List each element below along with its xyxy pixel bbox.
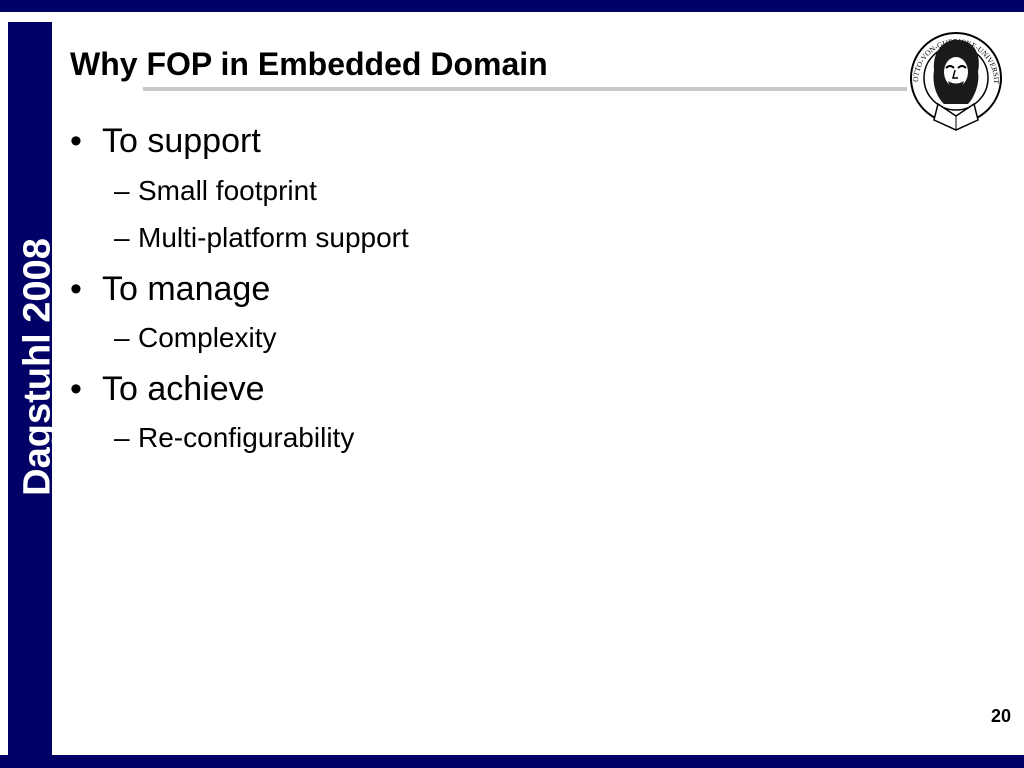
side-banner: Dagstuhl 2008 (8, 22, 59, 755)
side-banner-label: Dagstuhl 2008 (16, 238, 59, 496)
sub-item-text: Re-configurability (138, 422, 355, 453)
slide-title: Why FOP in Embedded Domain (70, 46, 548, 82)
sub-item-2-1: –Complexity (114, 322, 276, 354)
bullet-item-1: • To support (70, 122, 261, 161)
page-number: 20 (991, 706, 1012, 726)
sub-item-3-1: –Re-configurability (114, 422, 354, 454)
top-border-bar (0, 0, 1024, 12)
bullet-glyph: • (70, 122, 82, 160)
dash-glyph: – (114, 175, 130, 206)
sub-item-1-1: –Small footprint (114, 175, 317, 207)
bullet-glyph: • (70, 370, 82, 408)
title-underline (143, 87, 907, 91)
sub-item-text: Complexity (138, 322, 277, 353)
bullet-item-2: • To manage (70, 270, 270, 309)
sub-item-text: Small footprint (138, 175, 317, 206)
dash-glyph: – (114, 322, 130, 353)
bullet-text: To support (102, 122, 261, 160)
bullet-item-3: • To achieve (70, 370, 265, 409)
sub-item-1-2: –Multi-platform support (114, 222, 409, 254)
bullet-text: To manage (102, 270, 271, 308)
bottom-border-bar (0, 755, 1024, 768)
dash-glyph: – (114, 222, 130, 253)
dash-glyph: – (114, 422, 130, 453)
bullet-text: To achieve (102, 370, 265, 408)
university-seal-logo: OTTO-VON-GUERICKE-UNIVERSITÄT MAGDEBURG (908, 20, 1002, 131)
sub-item-text: Multi-platform support (138, 222, 409, 253)
bullet-glyph: • (70, 270, 82, 308)
